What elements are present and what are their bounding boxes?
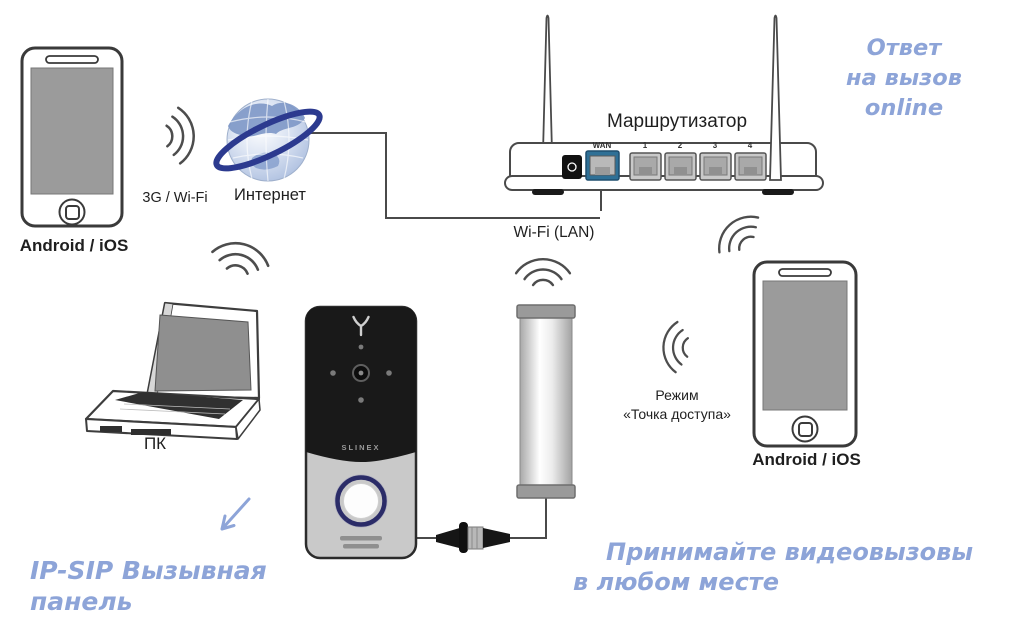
router-port-label-2: 2 bbox=[677, 141, 683, 150]
lan-link-label: Wi-Fi (LAN) bbox=[513, 224, 595, 241]
router: WAN 1 2 3 4 bbox=[500, 5, 830, 200]
arrow-icon bbox=[220, 497, 251, 531]
router-label: Маршрутизатор bbox=[606, 111, 748, 132]
mobile-link-label: 3G / Wi-Fi bbox=[142, 190, 208, 206]
panel-caption-annotation: IP-SIP Вызывная панель bbox=[30, 556, 267, 616]
receive-annotation-line1: Принимайте видеовызовы bbox=[606, 538, 974, 566]
call-button bbox=[335, 475, 387, 527]
router-port-label-4: 4 bbox=[747, 141, 753, 150]
answer-online-annotation: Ответ на вызов online bbox=[846, 35, 962, 121]
antenna-icon bbox=[516, 304, 576, 499]
wifi-signal-icon bbox=[661, 320, 690, 374]
panel-speaker-icon bbox=[340, 536, 382, 541]
smartphone-left-icon bbox=[20, 46, 124, 228]
doorbell-brand-label: SLINEX bbox=[341, 443, 381, 452]
wifi-signal-icon bbox=[514, 257, 572, 287]
ap-mode-label: Режим «Точка доступа» bbox=[623, 387, 731, 422]
internet-globe-icon bbox=[213, 98, 323, 182]
laptop-label: ПК bbox=[143, 434, 167, 453]
router-icon bbox=[504, 14, 824, 195]
cable-connector-icon bbox=[436, 522, 510, 553]
phone-left-label: Android / iOS bbox=[19, 236, 129, 255]
router-port-label-wan: WAN bbox=[592, 141, 612, 150]
phone-right-label: Android / iOS bbox=[752, 450, 861, 469]
connection-line bbox=[309, 132, 600, 219]
door-panel-icon bbox=[304, 305, 418, 560]
smartphone-right-icon bbox=[752, 260, 858, 448]
wifi-signal-icon bbox=[164, 106, 196, 166]
doorbell-panel: SLINEX bbox=[300, 302, 425, 564]
router-port-label-3: 3 bbox=[712, 141, 718, 150]
router-port-label-1: 1 bbox=[642, 141, 648, 150]
receive-annotation-line2: в любом месте bbox=[573, 568, 779, 596]
laptop-icon bbox=[84, 301, 261, 440]
panel-antenna-logo-icon bbox=[352, 315, 370, 337]
internet-label: Интернет bbox=[234, 186, 306, 204]
